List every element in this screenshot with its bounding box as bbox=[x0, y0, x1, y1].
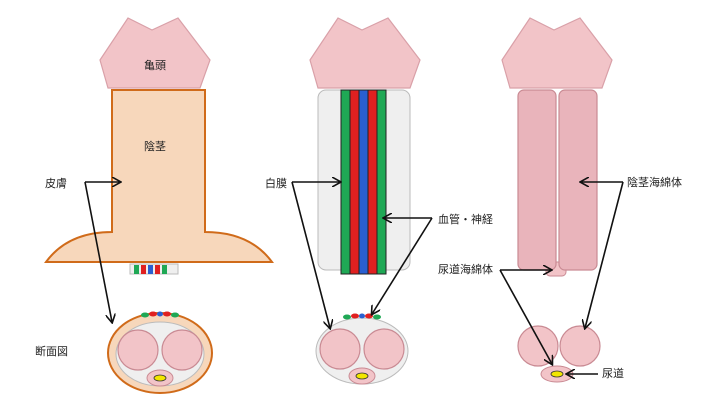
urethra-dot-2 bbox=[355, 372, 369, 380]
vessels-arrow-2 bbox=[372, 217, 433, 314]
vessel-strip-small bbox=[129, 263, 179, 275]
cross-section-2 bbox=[315, 313, 409, 385]
cavernosum-left bbox=[117, 329, 159, 371]
vessel-red-small-2 bbox=[155, 265, 160, 274]
cavernosum-right-3 bbox=[559, 325, 601, 367]
spongy-label: 尿道海綿体 bbox=[438, 262, 493, 276]
tunica-arrow-2 bbox=[291, 181, 330, 328]
cavernosum-arrow-2 bbox=[585, 181, 624, 328]
cavernosum-column-left bbox=[517, 89, 557, 271]
tunica-label: 白膜 bbox=[265, 176, 287, 190]
cavernosum-label: 陰茎海綿体 bbox=[627, 175, 682, 189]
vessel-dot-3 bbox=[157, 311, 163, 317]
panel-tunica: 白膜 血管・神経 bbox=[265, 17, 493, 385]
glans-label: 亀頭 bbox=[144, 58, 166, 72]
vessel-red-small bbox=[141, 265, 146, 274]
vessel-green-2 bbox=[376, 89, 387, 275]
vessel-red-1 bbox=[349, 89, 360, 275]
panel-cavernosa: 陰茎海綿体 尿道海綿体 尿道 bbox=[438, 17, 682, 383]
glans-shape-3 bbox=[501, 17, 613, 89]
vessel-red-2 bbox=[367, 89, 378, 275]
vessel-dot-2-5 bbox=[373, 314, 381, 320]
vessel-dot-2-3 bbox=[359, 313, 365, 319]
vessel-dot-1 bbox=[141, 312, 149, 318]
vessel-dot-2-1 bbox=[343, 314, 351, 320]
vessel-dot-4 bbox=[163, 311, 171, 317]
glans-shape-2 bbox=[309, 17, 421, 89]
glans-shape-1 bbox=[99, 17, 211, 89]
cross-section-1 bbox=[107, 311, 213, 394]
vessel-green-1 bbox=[340, 89, 351, 275]
vessel-dot-5 bbox=[171, 312, 179, 318]
vessel-dot-2 bbox=[149, 311, 157, 317]
urethra-dot-3 bbox=[550, 370, 564, 378]
vessel-blue-small bbox=[148, 265, 153, 274]
shaft-label: 陰茎 bbox=[144, 139, 166, 153]
cavernosum-left-3 bbox=[517, 325, 559, 367]
vessel-green-small-2 bbox=[162, 265, 167, 274]
vessel-dot-2-4 bbox=[365, 313, 373, 319]
urethra-dot bbox=[153, 374, 167, 382]
vessels-label: 血管・神経 bbox=[438, 212, 493, 226]
vessel-green-small bbox=[134, 265, 139, 274]
vessel-blue bbox=[358, 89, 369, 275]
skin-arrow-2 bbox=[84, 181, 112, 322]
vessel-dot-2-2 bbox=[351, 313, 359, 319]
cross-section-label: 断面図 bbox=[35, 344, 68, 358]
spongy-arrow-2 bbox=[499, 269, 552, 364]
cavernosum-left-2 bbox=[319, 328, 361, 370]
skin-label: 皮膚 bbox=[45, 176, 67, 190]
panel-external: 亀頭 陰茎 皮膚 断面図 bbox=[35, 17, 274, 394]
urethra-label: 尿道 bbox=[602, 366, 624, 380]
cavernosum-column-right bbox=[558, 89, 598, 271]
cavernosum-right-2 bbox=[363, 328, 405, 370]
skin-shape bbox=[44, 89, 274, 263]
cavernosum-right bbox=[161, 329, 203, 371]
